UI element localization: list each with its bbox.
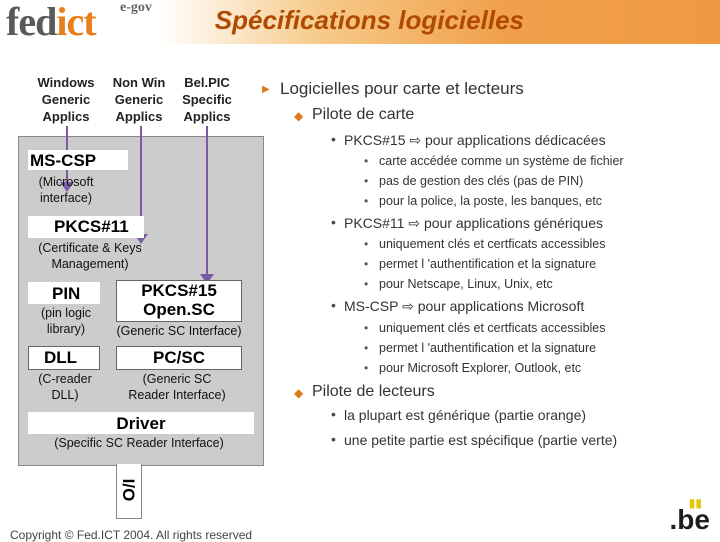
pkcs11-item: uniquement clés et certficats accessible… — [379, 237, 606, 251]
bullet-diamond-icon: ◆ — [294, 109, 304, 123]
bullet-dot-icon: • — [364, 237, 369, 251]
pkcs15-sub: (Generic SC Interface) — [116, 324, 242, 338]
pilote-carte: Pilote de carte — [312, 106, 415, 123]
bullet-dot-icon: • — [364, 361, 369, 375]
bullet-dot-icon: • — [364, 154, 369, 168]
be-logo: .be — [669, 504, 710, 535]
mscsp-strip — [28, 150, 128, 170]
mscsp-title: MS-CSP ⇨ pour applications Microsoft — [344, 298, 585, 314]
slide-title: Spécifications logicielles — [214, 5, 524, 35]
arrow-windows-head — [60, 182, 74, 192]
egov-label: e-gov — [120, 0, 152, 15]
bullet-dot-icon: • — [331, 406, 336, 422]
heading-logicielles: Logicielles pour carte et lecteurs — [280, 79, 524, 98]
dll-box — [28, 346, 100, 370]
pin-strip — [28, 282, 100, 304]
bullet-dot-icon: • — [364, 194, 369, 208]
mscsp-item: permet l 'authentification et la signatu… — [379, 341, 597, 355]
lecteurs-item: la plupart est générique (partie orange) — [344, 407, 587, 423]
bullet-diamond-icon: ◆ — [294, 386, 304, 400]
header-bar — [0, 0, 720, 44]
pcsc-label: PC/SC — [153, 348, 205, 367]
mscsp-label: MS-CSP — [30, 151, 97, 170]
pkcs15-box — [116, 280, 242, 322]
pkcs11-title: PKCS#11 ⇨ pour applications génériques — [344, 215, 603, 231]
arrow-nonwin-head — [134, 234, 148, 244]
dll-label: DLL — [44, 348, 78, 367]
bullet-dot-icon: • — [364, 341, 369, 355]
pkcs15-item: carte accédée comme un système de fichie… — [379, 154, 624, 168]
io-box — [116, 464, 142, 519]
pkcs11-item: permet l 'authentification et la signatu… — [379, 257, 597, 271]
driver-strip — [28, 412, 254, 434]
pkcs15-item: pour la police, la poste, les banques, e… — [379, 194, 603, 208]
lecteurs-item: une petite partie est spécifique (partie… — [344, 432, 618, 448]
pkcs11-item: pour Netscape, Linux, Unix, etc — [379, 277, 553, 291]
bullet-dot-icon: • — [331, 297, 336, 313]
pcsc-box — [116, 346, 242, 370]
pin-label: PIN — [52, 284, 81, 303]
pkcs11-label: PKCS#11 — [54, 217, 129, 236]
arrow-belpic — [206, 126, 208, 276]
copyright: Copyright © Fed.ICT 2004. All rights res… — [10, 528, 253, 542]
mscsp-item: uniquement clés et certficats accessible… — [379, 321, 606, 335]
bullet-dot-icon: • — [364, 174, 369, 188]
bullet-dot-icon: • — [364, 257, 369, 271]
driver-sub: (Specific SC Reader Interface) — [54, 436, 224, 450]
pkcs15-title: PKCS#15 ⇨ pour applications dédicacées — [344, 132, 606, 148]
driver-label: Driver — [116, 414, 166, 433]
io-label: I/O — [119, 478, 138, 502]
pkcs11-strip — [28, 216, 144, 238]
arrow-nonwin — [140, 126, 142, 236]
mscsp-item: pour Microsoft Explorer, Outlook, etc — [379, 361, 582, 375]
pilote-lecteurs: Pilote de lecteurs — [312, 383, 435, 400]
pkcs15-item: pas de gestion des clés (pas de PIN) — [379, 174, 584, 188]
be-accent-icon: ▮▮ — [688, 496, 702, 510]
bullet-dot-icon: • — [331, 214, 336, 230]
bullet-dot-icon: • — [331, 431, 336, 447]
bullet-dot-icon: • — [364, 277, 369, 291]
bullet-dot-icon: • — [364, 321, 369, 335]
bullet-dot-icon: • — [331, 131, 336, 147]
arrow-belpic-head — [200, 274, 214, 284]
bullet-triangle-icon: ▶ — [262, 84, 270, 95]
fedict-logo: fedict — [6, 0, 97, 44]
